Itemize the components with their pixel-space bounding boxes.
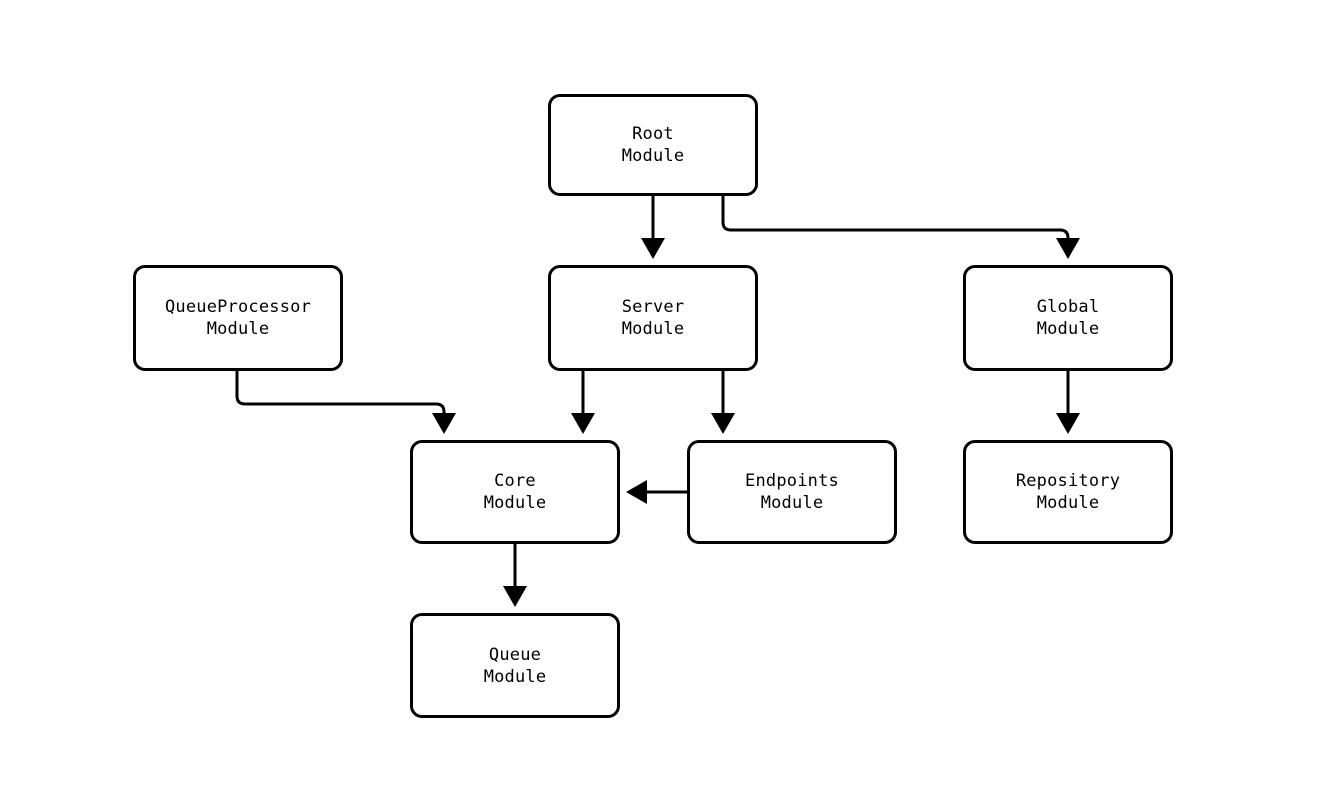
- edge-root-to-global: [721, 196, 1080, 259]
- node-server-module[interactable]: Server Module: [548, 265, 758, 371]
- node-repository-module[interactable]: Repository Module: [963, 440, 1173, 544]
- node-root-module[interactable]: Root Module: [548, 94, 758, 196]
- node-label: Queue Module: [483, 644, 547, 687]
- node-label: Global Module: [1036, 297, 1100, 339]
- edge-queueprocessor-to-core: [235, 371, 456, 434]
- node-queue-module[interactable]: Queue Module: [410, 613, 620, 718]
- node-core-module[interactable]: Core Module: [410, 440, 620, 544]
- node-endpoints-module[interactable]: Endpoints Module: [687, 440, 897, 544]
- node-global-module[interactable]: Global Module: [963, 265, 1173, 371]
- node-label: Endpoints Module: [745, 471, 839, 513]
- node-queueprocessor-module[interactable]: QueueProcessor Module: [133, 265, 343, 371]
- node-label: Core Module: [483, 471, 547, 513]
- node-label: QueueProcessor Module: [164, 297, 312, 339]
- node-label: Repository Module: [1015, 471, 1121, 513]
- node-label: Root Module: [621, 124, 685, 166]
- node-label: Server Module: [621, 297, 685, 339]
